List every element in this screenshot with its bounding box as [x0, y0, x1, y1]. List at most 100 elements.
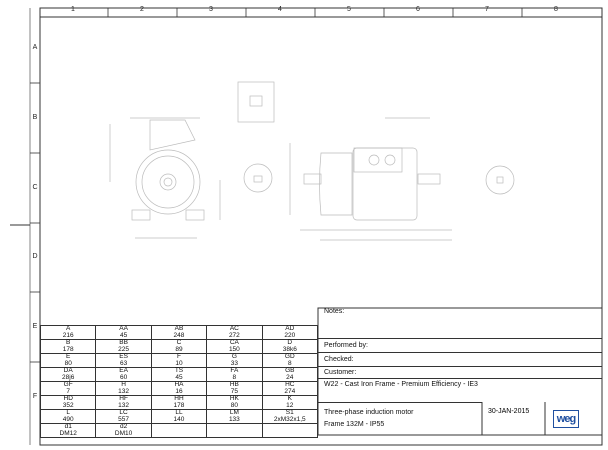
dimension-key: C: [176, 339, 182, 346]
dimension-key: L: [66, 409, 70, 416]
dimension-value: 16: [175, 387, 183, 395]
dimension-key: HB: [229, 381, 239, 388]
dimension-value: 45: [119, 331, 128, 339]
dimension-key: AC: [229, 325, 239, 332]
dimension-key: S1: [285, 409, 294, 416]
dimension-value: DM10: [114, 429, 133, 437]
dimension-value: 7: [66, 387, 70, 395]
performed-by-label: Performed by:: [318, 338, 602, 352]
row-label: D: [32, 253, 38, 260]
weg-logo: weg: [553, 410, 579, 428]
dimension-key: B: [66, 339, 71, 346]
dimension-value: 225: [118, 345, 130, 353]
column-label: 1: [71, 6, 75, 13]
customer-label: Customer:: [318, 366, 602, 378]
dimension-value: 248: [173, 331, 185, 339]
dimension-value: 274: [284, 387, 296, 395]
dimension-value: 12: [286, 401, 294, 409]
dimension-value: 133: [228, 415, 240, 423]
dimension-cell: [150, 423, 208, 438]
dimension-value: 216: [62, 331, 74, 339]
dimension-key: HK: [229, 395, 239, 402]
notes-label: Notes:: [324, 308, 345, 315]
dimension-value: 150: [228, 345, 240, 353]
dimension-cell: [261, 423, 319, 438]
dimension-key: GF: [63, 381, 73, 388]
dimension-key: HD: [63, 395, 73, 402]
dimension-key: HA: [174, 381, 184, 388]
dimension-value: 220: [284, 331, 296, 339]
terminal-box-top-view: [237, 81, 275, 123]
dimension-key: CA: [229, 339, 239, 346]
dimension-key: F: [176, 353, 181, 360]
column-label: 5: [347, 6, 351, 13]
dimension-key: d2: [119, 423, 128, 430]
dimension-key: E: [66, 353, 71, 360]
dimension-key: HF: [119, 395, 128, 402]
dimension-key: H: [121, 381, 126, 388]
dimension-key: EA: [119, 367, 128, 374]
dimension-value: 140: [173, 415, 185, 423]
dimension-key: LL: [175, 409, 183, 416]
dimension-key: HC: [285, 381, 295, 388]
row-label: A: [32, 44, 38, 51]
column-label: 3: [209, 6, 213, 13]
dimension-key: LM: [229, 409, 239, 416]
dimension-value: 63: [119, 359, 128, 367]
dimension-key: ES: [119, 353, 128, 360]
dimension-key: TS: [174, 367, 184, 374]
drawing-date: 30-JAN-2015: [488, 408, 530, 415]
dimension-key: d1: [64, 423, 72, 430]
dimension-key: GD: [284, 353, 295, 360]
dimension-value: 33: [230, 359, 238, 367]
product-line: W22 - Cast Iron Frame - Premium Efficien…: [318, 378, 602, 402]
dimension-key: A: [66, 325, 71, 332]
dimension-value: 75: [230, 387, 238, 395]
dimension-key: AB: [174, 325, 184, 332]
dimension-value: 2xM32x1,5: [273, 415, 306, 423]
dimension-value: 60: [119, 373, 128, 381]
dimension-key: LC: [119, 409, 128, 416]
checked-label: Checked:: [318, 352, 602, 366]
dimension-key: AA: [119, 325, 128, 332]
dimension-key: FA: [230, 367, 239, 374]
dimension-cell: [206, 423, 263, 438]
dimension-value: 8: [232, 373, 237, 381]
motor-side-view: [289, 117, 452, 241]
dimension-value: 80: [64, 359, 72, 367]
dimension-value: 8: [287, 359, 292, 367]
dimension-value: 132: [118, 387, 130, 395]
row-label: C: [32, 184, 38, 191]
